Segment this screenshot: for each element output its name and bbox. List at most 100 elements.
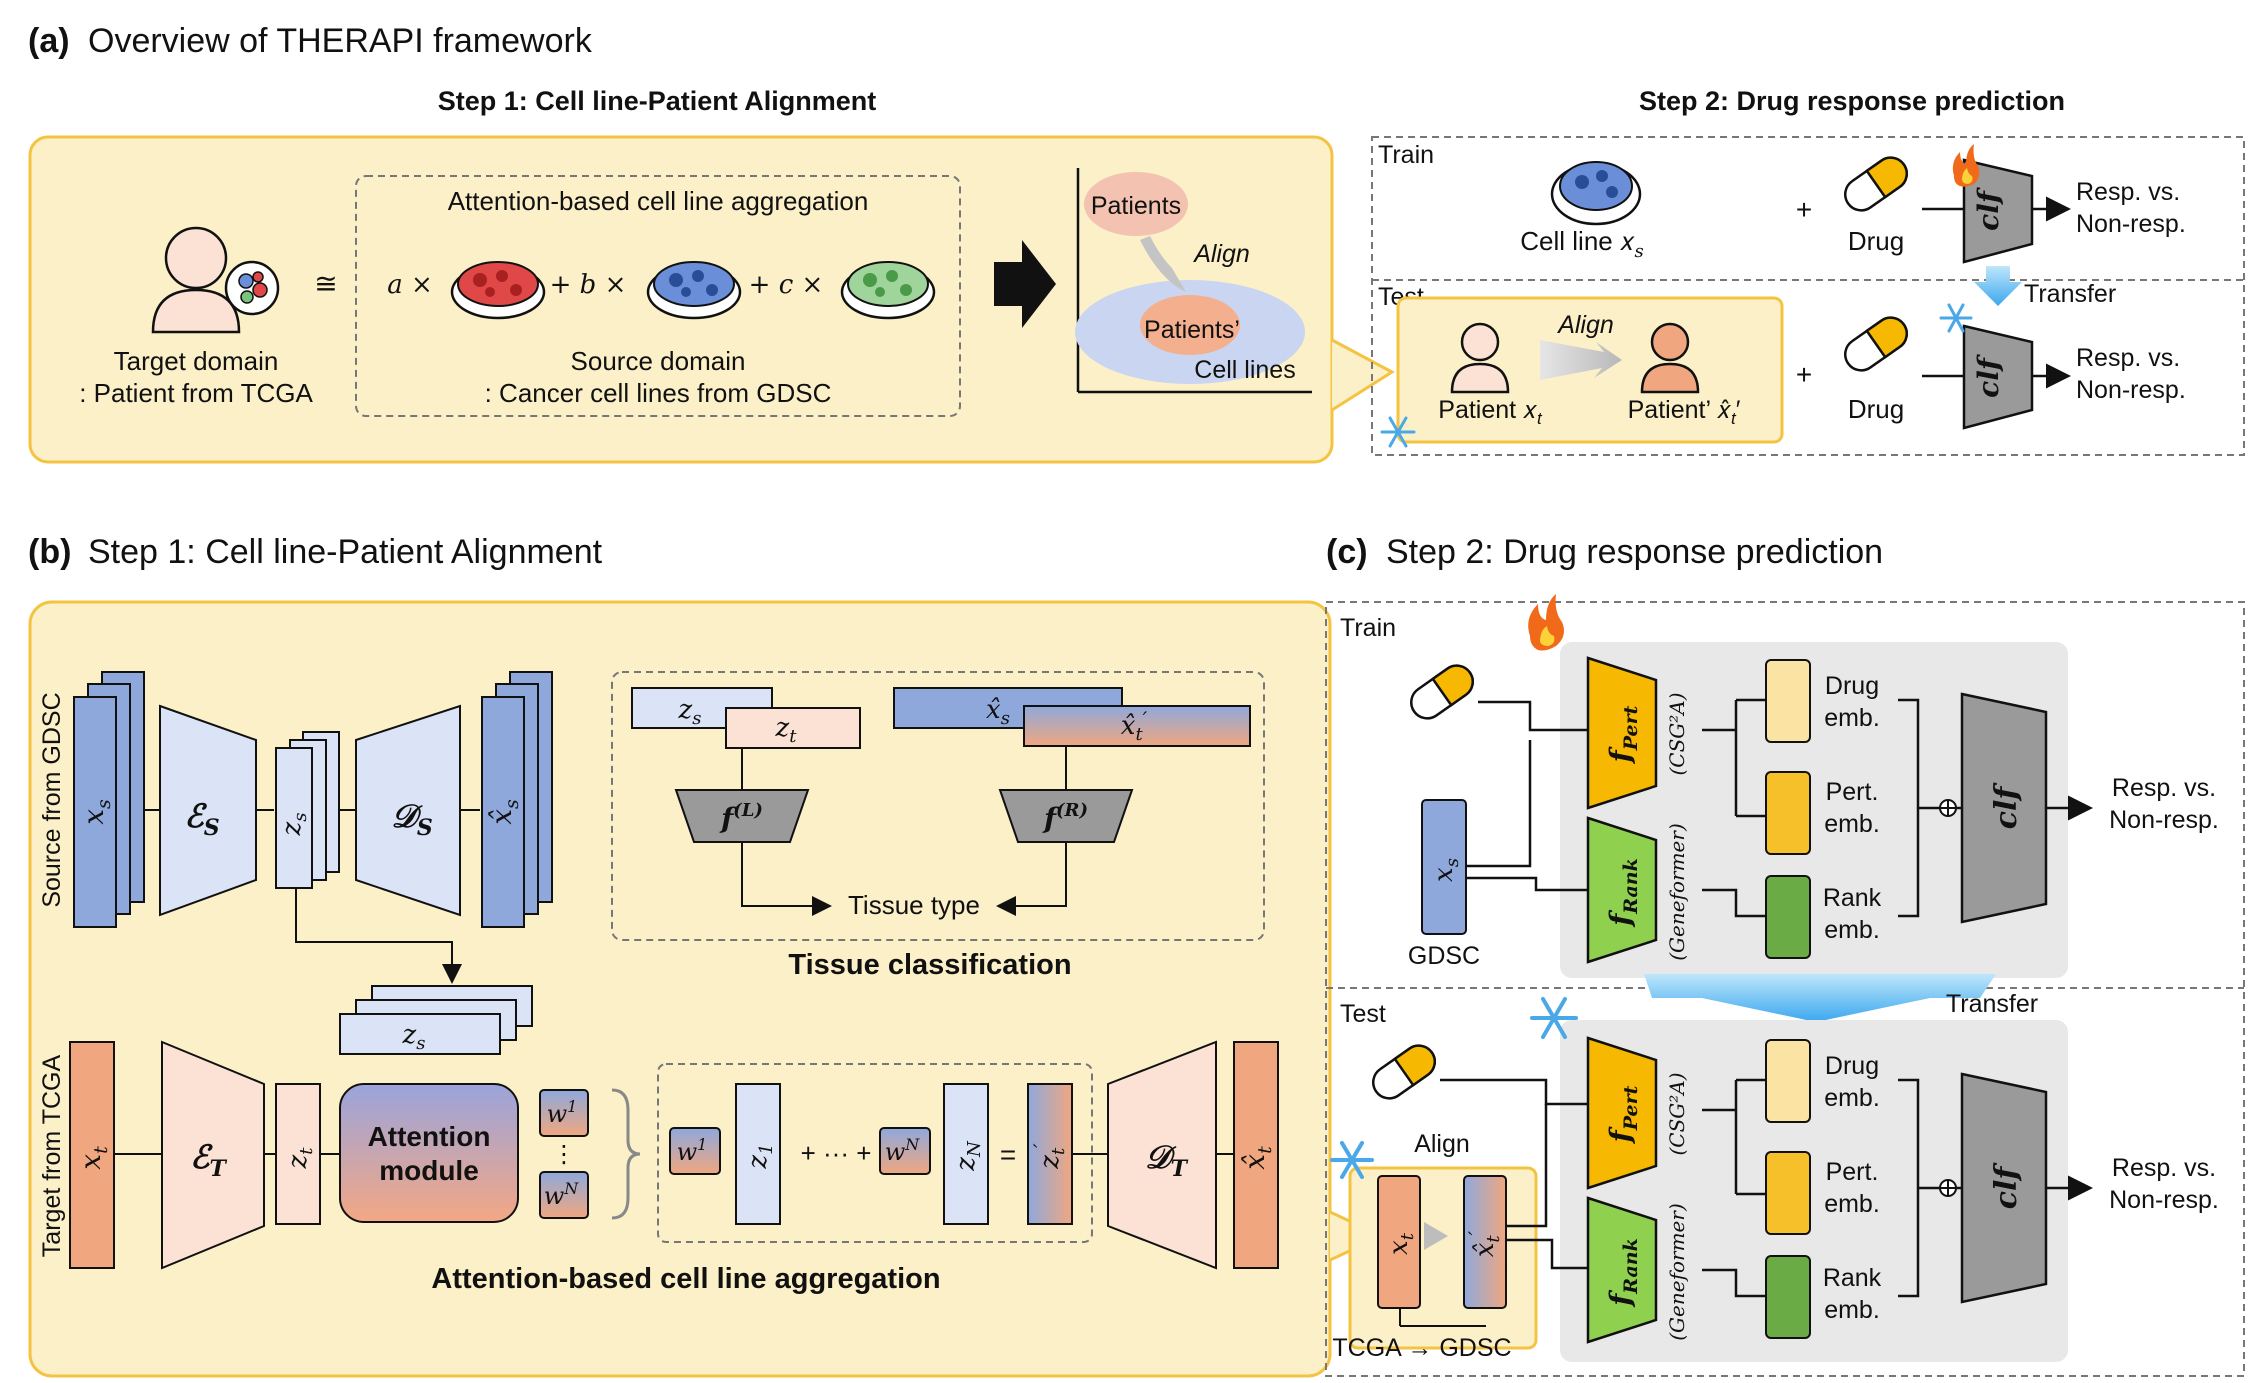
xt-label: xt (74, 1146, 112, 1170)
f-L-block (674, 789, 810, 843)
drug-emb-train-l1: Drug (1825, 672, 1879, 700)
brace (611, 1088, 641, 1220)
xt-block (69, 1041, 115, 1269)
decoder-s (355, 704, 461, 917)
sum-wN-box (879, 1127, 931, 1175)
snowflake-icon-clf (1939, 303, 1973, 333)
align-arrow-a (1540, 340, 1622, 380)
weighted-sum-box (657, 1063, 1093, 1243)
target-domain-line2: : Patient from TCGA (79, 378, 313, 408)
tissue-xhat-t-block (1023, 705, 1251, 747)
tissue-xhat-s-label: x̂s (986, 695, 1010, 729)
tcga-gdsc-label: TCGA → GDSC (1332, 1334, 1511, 1362)
resp-train-line1: Resp. vs. (2076, 178, 2180, 206)
rank-emb-train (1765, 875, 1811, 959)
approx-sign: ≅ (314, 268, 337, 299)
pert-emb-test-l1: Pert. (1826, 1158, 1879, 1186)
pert-emb-test-l2: emb. (1824, 1190, 1880, 1218)
train-label-c: Train (1340, 614, 1396, 642)
sum-w1-box (669, 1127, 721, 1175)
test-model-box (1560, 1020, 2068, 1362)
xhat-t-block-c (1463, 1175, 1507, 1309)
w1-label: w1 (547, 1097, 578, 1128)
w-dots: ⋮ (552, 1141, 576, 1168)
zt-prime-label: zt′ (1029, 1143, 1069, 1170)
pert-emb-test (1765, 1151, 1811, 1235)
panel-b-label: (b) (28, 533, 71, 571)
patient-xt-label: Patient 𝑥t (1438, 396, 1543, 428)
clf-train-c (1960, 692, 2048, 924)
pert-emb-train-l2: emb. (1824, 810, 1880, 838)
zN-block (943, 1083, 989, 1225)
tissue-type-label: Tissue type (848, 890, 980, 920)
source-side-label: Source from GDSC (38, 692, 66, 907)
cell-line-dish-icon (1550, 161, 1642, 226)
aggregation-caption: Attention-based cell line aggregation (431, 1263, 940, 1295)
clf-train-trapezoid: clf (1962, 158, 2034, 264)
f-R-block (998, 789, 1134, 843)
zs-query-stack: zs (339, 985, 533, 1055)
resp-test-c-l2: Non-resp. (2109, 1186, 2219, 1214)
z1-label: z1 (743, 1143, 777, 1169)
drug-emb-test (1765, 1039, 1811, 1123)
patient-prime-icon (1640, 322, 1700, 394)
plot-align-label: Align (1192, 240, 1250, 268)
geneformer-label-train: (Geneformer) (1665, 823, 1689, 961)
f-pert-train (1586, 656, 1658, 810)
panel-a-title: Overview of THERAPI framework (88, 22, 593, 60)
snowflake-icon (1380, 416, 1416, 448)
f-rank-train (1586, 816, 1658, 964)
pert-emb-train-l1: Pert. (1826, 778, 1879, 806)
z1-block (735, 1083, 781, 1225)
xhat-t-block (1233, 1041, 1279, 1269)
drug-emb-train (1765, 659, 1811, 743)
plot-patients-prime-label: Patients’ (1144, 316, 1240, 344)
test-label-c: Test (1340, 1000, 1386, 1028)
rank-emb-test-l2: emb. (1824, 1296, 1880, 1324)
tissue-zt-block (725, 707, 861, 749)
train-model-box (1560, 642, 2068, 978)
f-rank-test (1586, 1196, 1658, 1344)
encoder-s (159, 704, 257, 917)
panel-b: (b) Step 1: Cell line-Patient Alignment … (28, 533, 1386, 1378)
w1-box (539, 1089, 589, 1137)
tissue-classification-caption: Tissue classification (788, 949, 1071, 981)
clf-label-train-c: clf (1989, 782, 2024, 830)
drug-capsule-icon-c-test (1372, 1044, 1436, 1100)
transfer-label-a: Transfer (2024, 280, 2116, 308)
encoder-t (161, 1040, 265, 1270)
step2-detail-box (1325, 601, 2245, 1377)
equals-sign: = (1000, 1139, 1016, 1170)
source-domain-line1: Source domain (571, 346, 746, 376)
plus-train: + (1796, 194, 1812, 225)
csg2a-label-test: (CSG²A) (1665, 1072, 1689, 1155)
tissue-box (611, 671, 1265, 941)
clf-label-test-c: clf (1989, 1162, 2024, 1210)
target-side-label: Target from TCGA (38, 1054, 66, 1257)
snowflake-icon-c-top (1530, 997, 1578, 1039)
sum-dots: + ··· + (801, 1138, 872, 1168)
clf-test-trapezoid: clf (1962, 324, 2034, 430)
xhat-s-label: x̂s (485, 799, 523, 825)
csg2a-label-train: (CSG²A) (1665, 692, 1689, 775)
zN-label: zN (951, 1140, 985, 1172)
blue-cell-dish-icon (646, 261, 742, 320)
encoder-t-label: ℰT (190, 1138, 227, 1182)
aggregation-box (355, 175, 961, 417)
rank-emb-test-l1: Rank (1823, 1264, 1882, 1292)
drug-capsule-icon-test (1844, 316, 1908, 372)
drug-label-train: Drug (1848, 226, 1904, 256)
patient-prime-label: Patient’ 𝑥̂t′ (1628, 396, 1741, 428)
drug-label-test: Drug (1848, 394, 1904, 424)
target-domain-line1: Target domain (114, 346, 279, 376)
tissue-zs-label: zs (678, 695, 702, 729)
resp-test-line1: Resp. vs. (2076, 344, 2180, 372)
patient-xt-icon (1450, 322, 1510, 394)
xs-stack: xs (73, 671, 145, 928)
rank-emb-train-l2: emb. (1824, 916, 1880, 944)
drug-emb-test-l1: Drug (1825, 1052, 1879, 1080)
align-label-c: Align (1414, 1130, 1470, 1158)
zs-stack: zs (275, 731, 340, 889)
attention-line2: module (379, 1155, 479, 1186)
resp-train-line2: Non-resp. (2076, 210, 2186, 238)
